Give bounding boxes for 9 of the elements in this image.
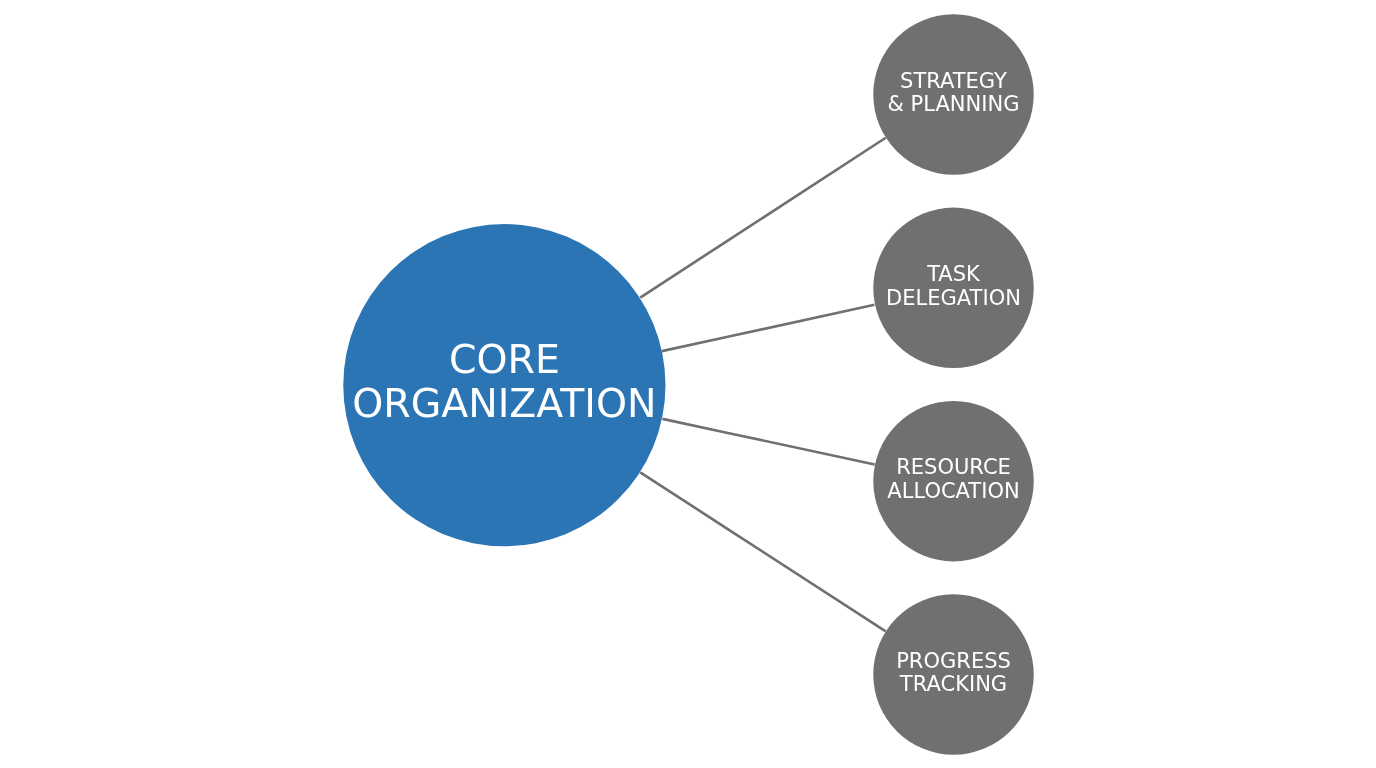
node-circle: CORE ORGANIZATION [342, 223, 665, 546]
node-circle: PROGRESS TRACKING [872, 593, 1034, 755]
connector [639, 136, 886, 299]
connector [661, 303, 875, 352]
node-circle: TASK DELEGATION [872, 207, 1034, 368]
node-circle: RESOURCE ALLOCATION [872, 400, 1034, 561]
connector [639, 470, 886, 633]
connector [661, 417, 875, 466]
node-circle: STRATEGY & PLANNING [872, 13, 1034, 175]
